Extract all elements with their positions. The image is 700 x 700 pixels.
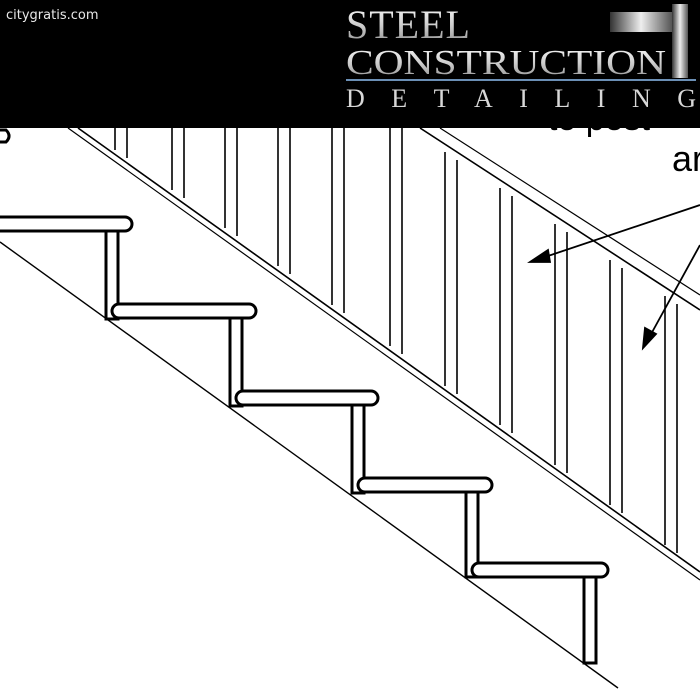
tread-1 (0, 215, 134, 233)
balusters (114, 128, 678, 553)
arrowhead-1 (527, 248, 552, 263)
stair-railing-diagram: to post ar (0, 128, 700, 689)
steel-beam-graphic (610, 12, 672, 32)
base-rail-line-2 (67, 128, 700, 581)
arrowhead-2 (641, 326, 658, 351)
logo-line-construction: CONSTRUCTION (346, 43, 666, 82)
riser-1 (104, 229, 120, 321)
riser-2 (228, 316, 244, 408)
base-rail-line (77, 128, 700, 573)
stringer-line (0, 241, 619, 689)
logo-line-steel: STEEL (346, 2, 471, 47)
riser-3 (350, 403, 366, 495)
callout-arrows (527, 204, 700, 351)
steel-construction-detailing-logo: STEEL CONSTRUCTION DETAILING (346, 2, 696, 113)
riser-4 (464, 490, 480, 579)
logo-line-detailing: DETAILING (346, 84, 696, 113)
tread-4 (356, 476, 494, 494)
tread-2 (110, 302, 258, 320)
callout-partial-top: to post (548, 128, 651, 138)
handrail-top-line (419, 128, 700, 311)
riser-5 (582, 575, 598, 665)
tread-3 (234, 389, 380, 407)
stair-steps (0, 128, 610, 665)
callout-label: ar (672, 138, 700, 179)
steel-column-graphic (672, 4, 688, 78)
tread-5 (470, 561, 610, 579)
handrail-bottom-line (439, 128, 700, 296)
watermark-text: citygratis.com (6, 8, 99, 23)
step-top-partial (0, 128, 11, 144)
header-banner: citygratis.com STEEL CONSTRUCTION DETAIL… (0, 0, 700, 128)
